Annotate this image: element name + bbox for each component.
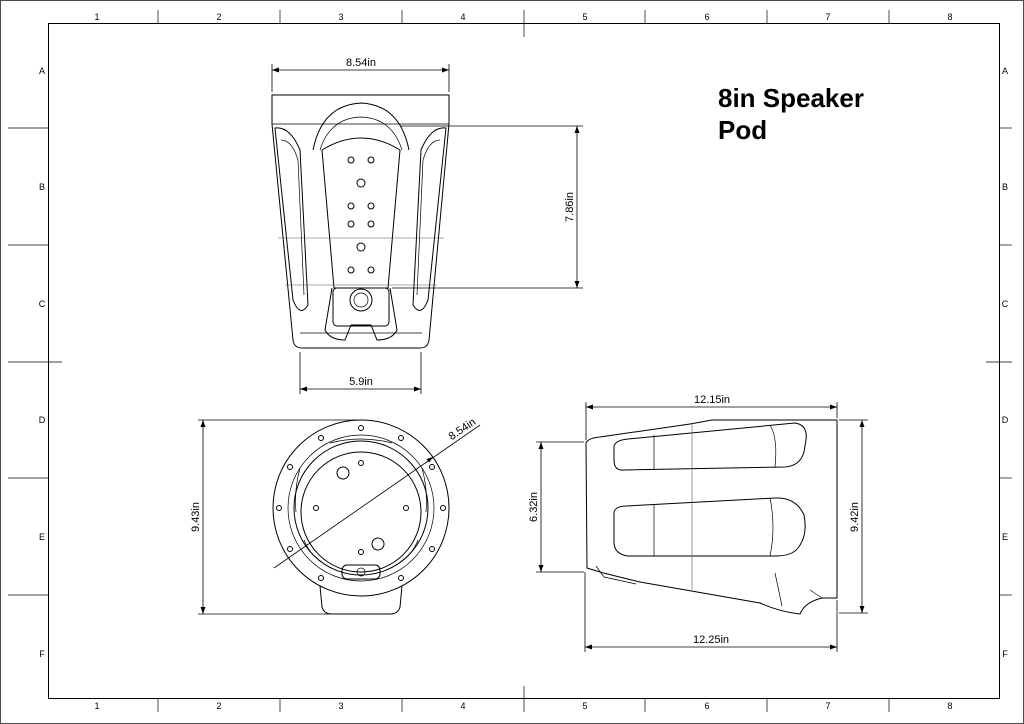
col-label: 4: [460, 12, 465, 22]
col-label: 1: [94, 701, 99, 711]
bottom-view: [272, 419, 450, 615]
col-label: 3: [338, 701, 343, 711]
col-label: 8: [947, 701, 952, 711]
side-view: [585, 419, 838, 615]
dimension-label: 6.32in: [528, 492, 540, 522]
dimension-label: 12.25in: [693, 634, 729, 646]
dimension-label: 9.42in: [849, 502, 861, 532]
col-label: 2: [216, 701, 221, 711]
row-label: D: [1002, 415, 1009, 425]
dimension-label: 9.43in: [190, 502, 202, 532]
row-label: B: [39, 182, 45, 192]
drawing-title-line1: 8in Speaker: [718, 83, 864, 113]
col-label: 7: [825, 701, 830, 711]
col-label: 5: [582, 12, 587, 22]
dimension-label: 12.15in: [694, 394, 730, 406]
col-label: 6: [704, 701, 709, 711]
col-label: 1: [94, 12, 99, 22]
dimension-label: 7.86in: [564, 192, 576, 222]
col-label: 5: [582, 701, 587, 711]
dimension-label: 8.54in: [346, 57, 376, 69]
side-top-length-dimension: 12.15in: [585, 394, 838, 440]
col-label: 3: [338, 12, 343, 22]
row-label: A: [1002, 66, 1008, 76]
front-height-dimension: 7.86in: [392, 125, 583, 289]
row-label: D: [39, 415, 46, 425]
row-labels-right: A B C D E F: [1002, 66, 1009, 659]
side-right-height-dimension: 9.42in: [839, 419, 868, 614]
col-label: 8: [947, 12, 952, 22]
row-label: F: [39, 649, 45, 659]
front-bottom-width-dimension: 5.9in: [299, 352, 422, 394]
front-view: [271, 94, 450, 349]
side-left-height-dimension: 6.32in: [528, 441, 584, 573]
row-label: A: [39, 66, 45, 76]
row-label: B: [1002, 182, 1008, 192]
bottom-height-dimension: 9.43in: [190, 419, 361, 615]
row-label: F: [1002, 649, 1008, 659]
side-bottom-length-dimension: 12.25in: [584, 572, 838, 652]
front-top-width-dimension: 8.54in: [271, 57, 450, 92]
column-labels-top: 1 2 3 4 5 6 7 8: [94, 12, 952, 22]
dimension-label: 5.9in: [349, 376, 373, 388]
col-label: 2: [216, 12, 221, 22]
drawing-title-line2: Pod: [718, 115, 767, 145]
col-label: 6: [704, 12, 709, 22]
row-label: E: [39, 532, 45, 542]
column-labels-bottom: 1 2 3 4 5 6 7 8: [94, 701, 952, 711]
row-label: E: [1002, 532, 1008, 542]
row-labels-left: A B C D E F: [39, 66, 46, 659]
row-label: C: [1002, 299, 1009, 309]
row-label: C: [39, 299, 46, 309]
col-label: 4: [460, 701, 465, 711]
col-label: 7: [825, 12, 830, 22]
